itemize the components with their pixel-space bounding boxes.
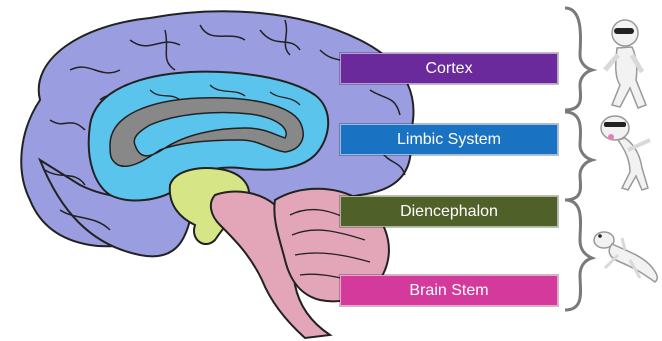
cortex-label: Cortex (340, 53, 558, 84)
dog-icon (601, 116, 650, 190)
limbic-system-label-text: Limbic System (397, 131, 501, 149)
cortex-label-text: Cortex (425, 60, 472, 78)
grouping-braces (565, 8, 592, 310)
walking-person-icon (605, 20, 646, 108)
brace-cortex (565, 8, 592, 110)
brain-stem-label-text: Brain Stem (409, 282, 488, 300)
diencephalon-label-text: Diencephalon (400, 203, 498, 221)
limbic-system-label: Limbic System (340, 124, 558, 155)
diencephalon-label: Diencephalon (340, 196, 558, 227)
brain-stem-label: Brain Stem (340, 275, 558, 306)
brace-reptile (565, 200, 592, 310)
lizard-icon (594, 232, 657, 282)
brace-limbic (565, 112, 592, 200)
